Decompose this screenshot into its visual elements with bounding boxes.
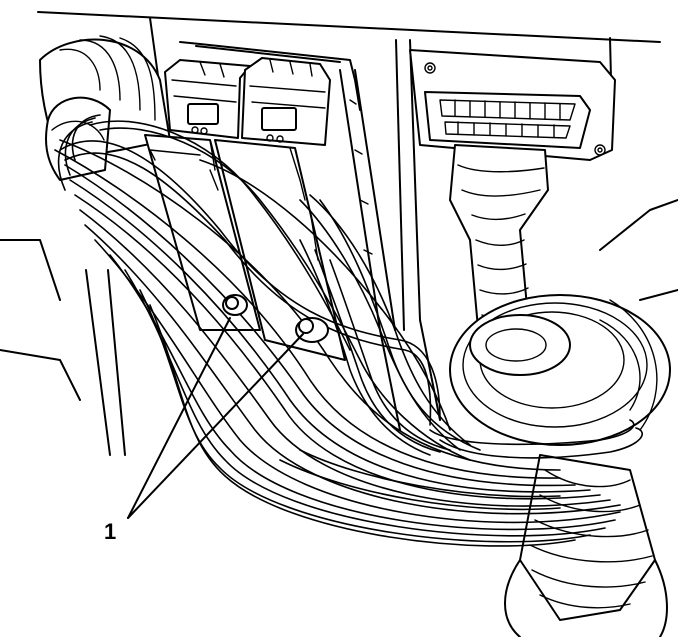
grommet-coil xyxy=(449,294,671,446)
diagnostic-connector xyxy=(409,49,616,161)
callout-leader-lines xyxy=(127,317,304,519)
wire-bundle xyxy=(54,114,643,547)
callout-number-label: 1 xyxy=(104,519,117,544)
fastener-stud-b xyxy=(295,317,329,343)
trim-panel-lines xyxy=(0,11,678,456)
module-bracket xyxy=(179,41,401,431)
module-connector-b xyxy=(214,57,346,361)
fastener-stud-a xyxy=(222,294,248,316)
